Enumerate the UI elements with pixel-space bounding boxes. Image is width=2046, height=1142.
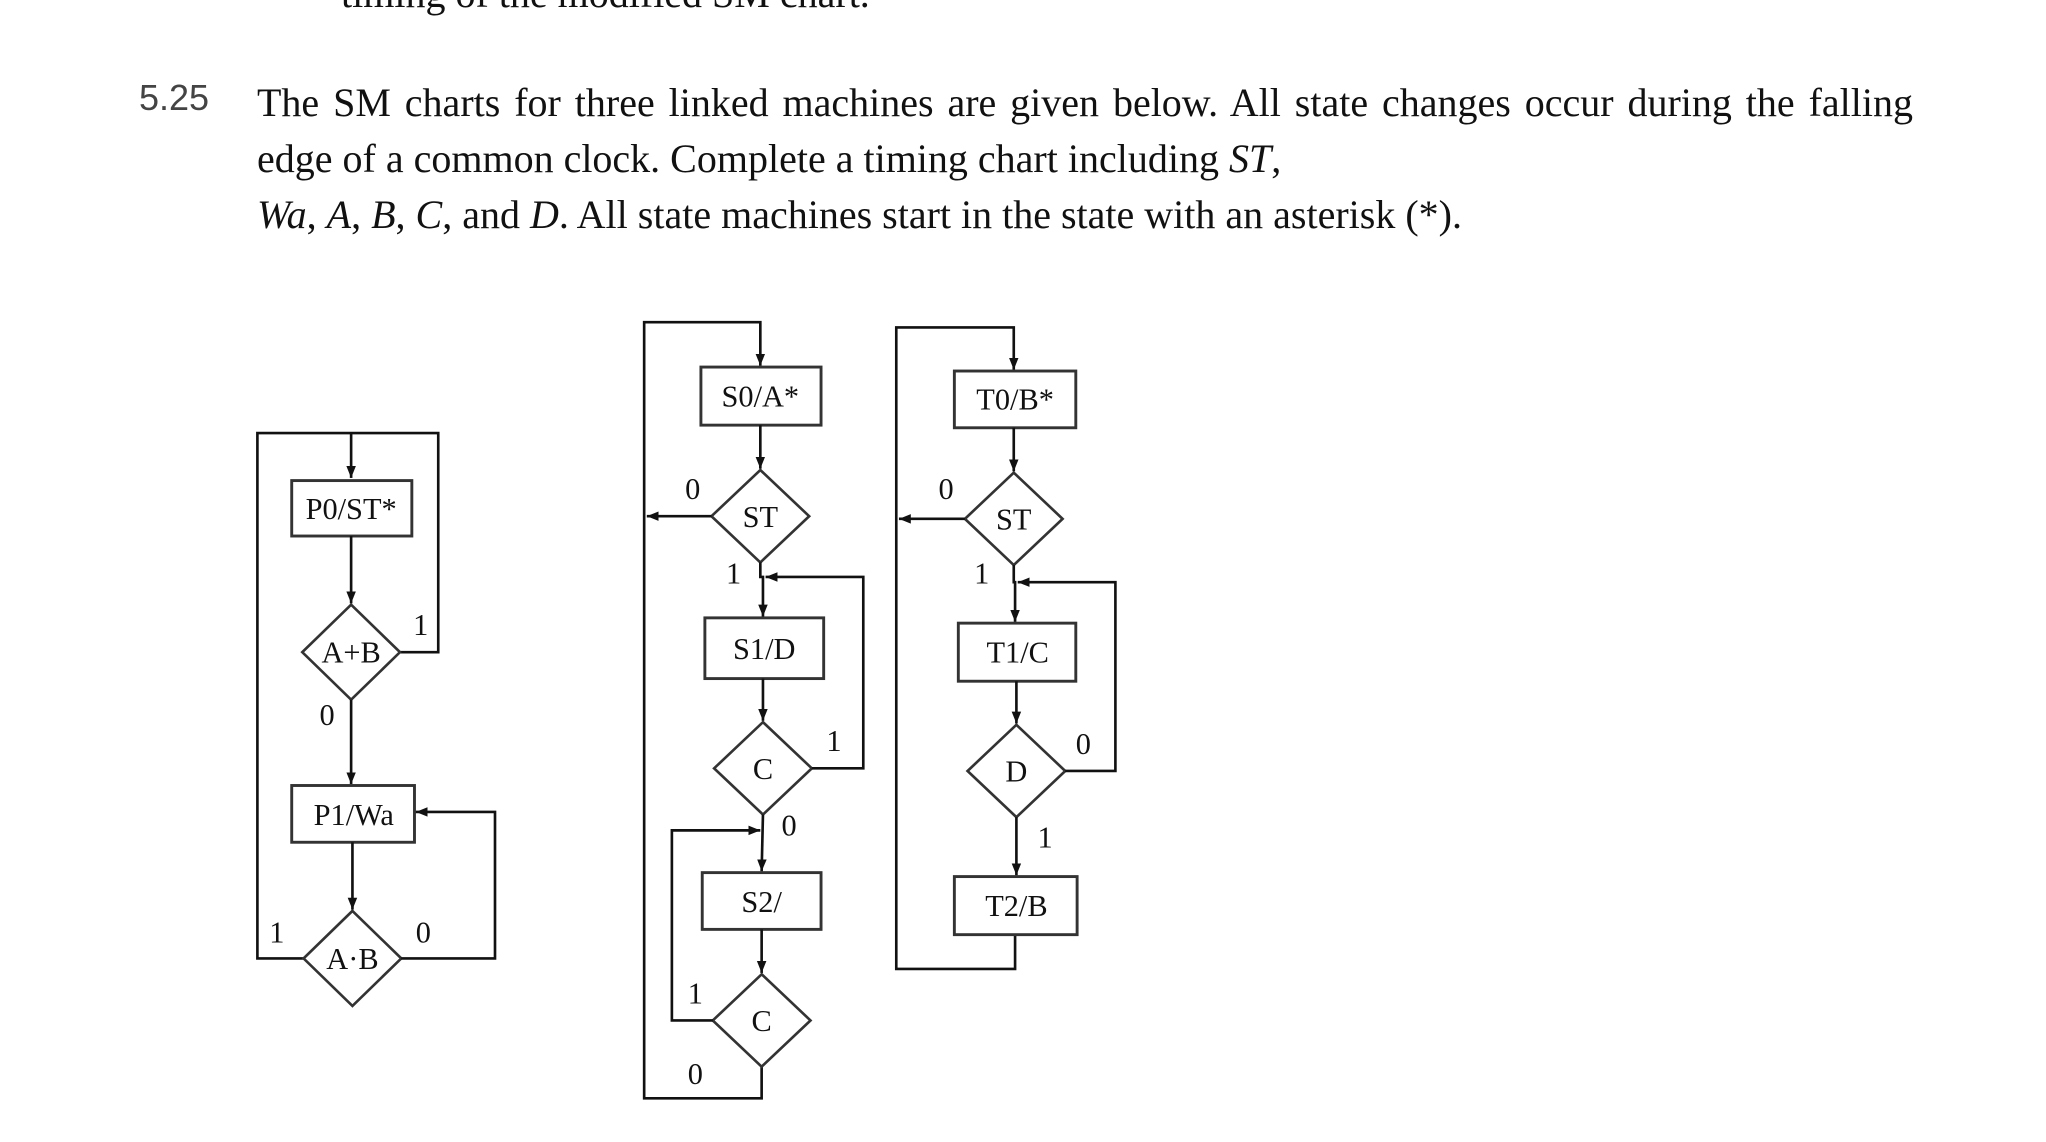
branch-label: 1 — [726, 557, 741, 591]
sm-chart-p: P0/ST* A+B 1 0 P1/Wa A·B 1 0 — [256, 431, 497, 1008]
branch-label: 0 — [319, 698, 334, 732]
sm-chart-t: T0/B* ST 0 1 T1/C D 0 1 T2/B — [894, 326, 1117, 971]
text-segment: , — [395, 192, 416, 237]
text-segment: , and — [442, 192, 530, 237]
state-label: P0/ST* — [306, 492, 397, 526]
state-box-p1 — [290, 784, 416, 844]
loop-line — [894, 326, 1019, 971]
state-label: S2/ — [741, 885, 782, 919]
decision-label: ST — [996, 502, 1032, 536]
previous-problem-text: timing of the modified SM chart. — [341, 0, 870, 17]
branch-label: 0 — [781, 809, 796, 843]
loop-line — [256, 431, 440, 960]
loop-line — [642, 320, 766, 1100]
state-label: S1/D — [733, 632, 795, 666]
state-box-t2 — [952, 875, 1079, 937]
branch-label: 1 — [1038, 821, 1053, 855]
signal-wa: Wa — [257, 192, 307, 237]
state-label: P1/Wa — [314, 798, 395, 832]
text-segment: , — [1271, 136, 1282, 181]
signal-c: C — [415, 192, 443, 237]
signal-st: ST — [1228, 136, 1272, 181]
signal-a: A — [326, 192, 352, 237]
branch-label: 1 — [688, 976, 703, 1010]
sm-chart-s: S0/A* ST 0 1 S1/D C 1 0 S2/ C 1 0 — [642, 320, 865, 1100]
state-box-p0 — [290, 479, 414, 538]
decision-label: ST — [743, 500, 779, 534]
decision-label: A·B — [326, 942, 378, 976]
branch-label: 1 — [974, 557, 989, 591]
branch-label: 0 — [685, 472, 700, 506]
branch-label: 0 — [1076, 727, 1091, 761]
decision-label: C — [752, 1004, 772, 1038]
state-label: T2/B — [985, 889, 1047, 923]
text-segment: , — [306, 192, 327, 237]
branch-label: 0 — [416, 916, 431, 950]
branch-label: 1 — [413, 608, 428, 642]
decision-c-2 — [710, 972, 813, 1069]
decision-label: C — [753, 752, 773, 786]
arrow — [1010, 565, 1020, 622]
text-segment: The SM charts for three linked machines … — [257, 80, 1913, 181]
text-segment: . All state machines start in the state … — [558, 192, 1462, 237]
branch-label: 1 — [826, 724, 841, 758]
decision-a-and-b — [301, 909, 404, 1008]
loop-line — [1017, 577, 1117, 773]
loop-line — [765, 572, 865, 770]
state-label: S0/A* — [722, 380, 800, 414]
loop-line — [401, 807, 497, 960]
text-segment: , — [351, 192, 372, 237]
problem-text: The SM charts for three linked machines … — [257, 75, 1913, 243]
decision-label: A+B — [321, 636, 380, 670]
signal-d: D — [529, 192, 559, 237]
branch-label: 0 — [939, 472, 954, 506]
state-label: T0/B* — [976, 382, 1054, 416]
state-box-t0 — [952, 369, 1078, 430]
branch-label: 1 — [269, 916, 284, 950]
loop-line — [670, 825, 761, 1022]
signal-b: B — [371, 192, 396, 237]
arrow — [757, 814, 767, 872]
arrow — [758, 562, 768, 617]
branch-label: 0 — [688, 1057, 703, 1091]
problem-number: 5.25 — [139, 77, 210, 118]
decision-label: D — [1005, 755, 1027, 789]
state-label: T1/C — [987, 636, 1049, 670]
